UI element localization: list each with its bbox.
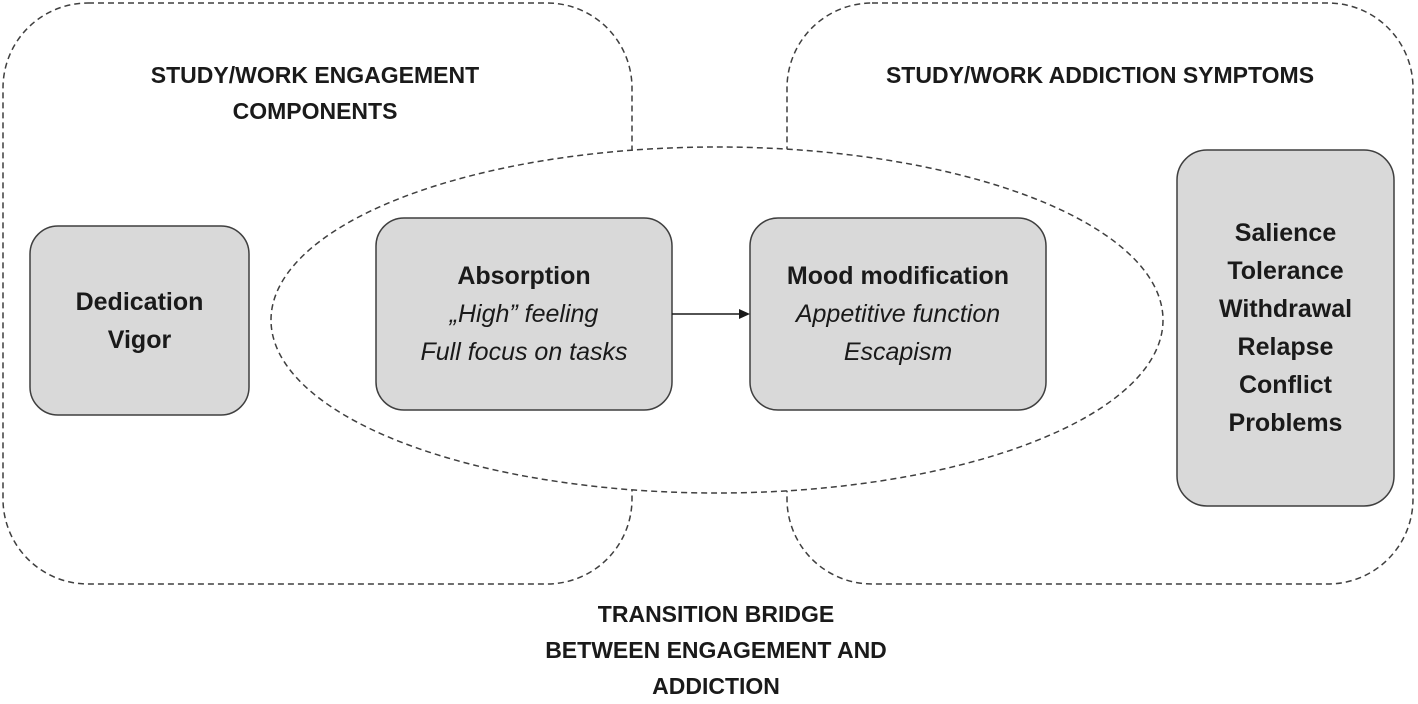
engagement-label-line-2: COMPONENTS: [232, 98, 398, 124]
engagement-region-label: STUDY/WORK ENGAGEMENT COMPONENTS: [95, 57, 535, 129]
bridge-label-line-2: BETWEEN ENGAGEMENT AND: [545, 637, 887, 663]
addiction-label-line-1: STUDY/WORK ADDICTION SYMPTOMS: [885, 62, 1315, 88]
engagement-label-line-1: STUDY/WORK ENGAGEMENT: [150, 62, 480, 88]
symptoms-box-text: Salience Tolerance Withdrawal Relapse Co…: [1177, 150, 1394, 506]
bridge-label: TRANSITION BRIDGE BETWEEN ENGAGEMENT AND…: [466, 596, 966, 704]
bridge-label-line-3: ADDICTION: [652, 673, 780, 699]
absorption-box-text: Absorption „High” feeling Full focus on …: [376, 218, 672, 410]
engagement-item-vigor: Vigor: [107, 325, 172, 354]
symptom-tolerance: Tolerance: [1227, 257, 1344, 285]
engagement-box: [29, 225, 250, 416]
addiction-region-border: [786, 2, 1414, 585]
arrow-head: [739, 309, 750, 319]
mood-title: Mood modification: [786, 262, 1010, 290]
absorption-item-high-feeling: „High” feeling: [449, 300, 599, 328]
absorption-item-full-focus: Full focus on tasks: [420, 338, 628, 366]
symptom-salience: Salience: [1234, 219, 1337, 247]
mood-box-text: Mood modification Appetitive function Es…: [750, 218, 1046, 410]
symptom-withdrawal: Withdrawal: [1218, 295, 1353, 323]
symptom-conflict: Conflict: [1238, 371, 1333, 399]
engagement-box-text: Dedication Vigor: [30, 226, 249, 415]
mood-item-appetitive: Appetitive function: [795, 300, 1001, 328]
bridge-label-line-1: TRANSITION BRIDGE: [597, 601, 835, 627]
engagement-region-border: [2, 2, 633, 585]
absorption-title: Absorption: [457, 262, 591, 290]
symptoms-box: [1176, 149, 1395, 507]
symptom-problems: Problems: [1228, 409, 1343, 437]
engagement-item-dedication: Dedication: [75, 287, 204, 316]
symptom-relapse: Relapse: [1237, 333, 1334, 361]
mood-item-escapism: Escapism: [843, 338, 953, 366]
addiction-region-label: STUDY/WORK ADDICTION SYMPTOMS: [820, 57, 1380, 93]
bridge-ellipse: [270, 146, 1164, 494]
